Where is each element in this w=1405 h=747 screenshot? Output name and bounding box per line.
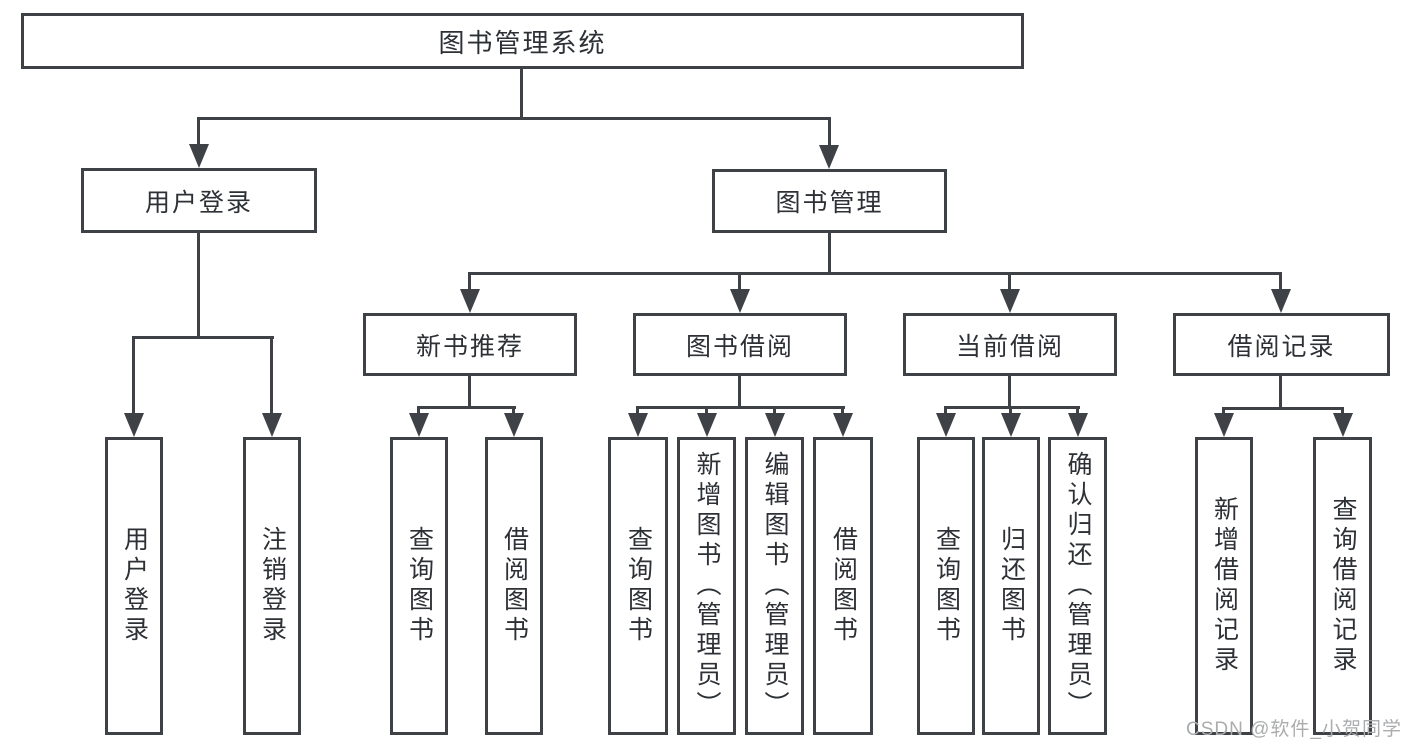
leaf-borrowing-add-admin-label: 新增图书（管理员） bbox=[693, 451, 721, 721]
leaf-user-login-label: 用户登录 bbox=[120, 526, 149, 646]
leaf-borrowing-edit-admin-box: 编辑图书（管理员） bbox=[745, 437, 804, 735]
root-label: 图书管理系统 bbox=[438, 27, 607, 58]
leaf-records-query-box: 查询借阅记录 bbox=[1313, 437, 1372, 735]
section-current-borrowing-box: 当前借阅 bbox=[903, 313, 1117, 376]
connector-root-bar bbox=[197, 117, 831, 120]
arrow-down-icon bbox=[262, 413, 282, 437]
root-box-library-system: 图书管理系统 bbox=[21, 13, 1024, 69]
leaf-borrowing-borrow-label: 借阅图书 bbox=[829, 526, 858, 646]
connector-root-drop-right bbox=[828, 117, 831, 157]
leaf-current-confirm-admin-box: 确认归还（管理员） bbox=[1048, 437, 1107, 735]
arrow-down-icon bbox=[833, 413, 853, 437]
section-borrowing-records-label: 借阅记录 bbox=[1227, 332, 1336, 361]
leaf-newbooks-borrow-box: 借阅图书 bbox=[485, 437, 543, 735]
connector-bookmgmt-bar bbox=[468, 272, 1282, 275]
csdn-watermark: CSDN @软件_小贺同学 bbox=[1186, 719, 1402, 740]
connector-bookmgmt-drop-2 bbox=[738, 272, 741, 303]
arrow-down-icon bbox=[1271, 289, 1291, 313]
leaf-borrowing-add-admin-box: 新增图书（管理员） bbox=[677, 437, 736, 735]
connector-newbooks-bar bbox=[417, 406, 516, 409]
connector-bookmgmt-drop-1 bbox=[468, 272, 471, 303]
leaf-current-query-box: 查询图书 bbox=[917, 437, 975, 735]
leaf-newbooks-query-box: 查询图书 bbox=[390, 437, 448, 735]
arrow-down-icon bbox=[819, 145, 839, 169]
connector-bookmgmt-stem bbox=[828, 233, 831, 272]
connector-records-bar bbox=[1222, 407, 1344, 410]
leaf-borrowing-edit-admin-label: 编辑图书（管理员） bbox=[761, 451, 789, 721]
leaf-newbooks-query-label: 查询图书 bbox=[405, 526, 434, 646]
leaf-logout-box: 注销登录 bbox=[243, 437, 301, 735]
arrow-down-icon bbox=[765, 413, 785, 437]
leaf-borrowing-borrow-box: 借阅图书 bbox=[813, 437, 873, 735]
arrow-down-icon bbox=[697, 413, 717, 437]
connector-userlogin-drop-left bbox=[132, 336, 135, 426]
section-current-borrowing-label: 当前借阅 bbox=[955, 332, 1064, 361]
connector-userlogin-bar bbox=[132, 336, 274, 339]
arrow-down-icon bbox=[1333, 413, 1353, 437]
arrow-down-icon bbox=[409, 413, 429, 437]
leaf-current-return-box: 归还图书 bbox=[982, 437, 1040, 735]
connector-current-stem bbox=[1008, 376, 1011, 406]
section-new-book-recommend-box: 新书推荐 bbox=[363, 313, 577, 376]
connector-root-stem bbox=[520, 69, 523, 119]
arrow-down-icon bbox=[1000, 289, 1020, 313]
leaf-current-query-label: 查询图书 bbox=[932, 526, 961, 646]
connector-bookmgmt-drop-3 bbox=[1008, 272, 1011, 303]
arrow-down-icon bbox=[189, 144, 209, 168]
connector-records-stem bbox=[1279, 376, 1282, 407]
connector-userlogin-stem bbox=[197, 233, 200, 336]
connector-current-bar bbox=[944, 406, 1080, 409]
section-book-borrowing-label: 图书借阅 bbox=[685, 332, 794, 361]
section-new-book-recommend-label: 新书推荐 bbox=[415, 332, 524, 361]
leaf-current-return-label: 归还图书 bbox=[997, 526, 1026, 646]
connector-userlogin-drop-right bbox=[270, 336, 273, 426]
connector-borrowing-stem bbox=[738, 376, 741, 406]
leaf-user-login-box: 用户登录 bbox=[105, 437, 163, 735]
leaf-borrowing-query-label: 查询图书 bbox=[624, 526, 653, 646]
leaf-current-confirm-admin-label: 确认归还（管理员） bbox=[1064, 451, 1092, 721]
connector-root-drop-left bbox=[197, 117, 200, 157]
branch-book-management-box: 图书管理 bbox=[712, 169, 947, 233]
leaf-records-query-label: 查询借阅记录 bbox=[1329, 496, 1357, 676]
arrow-down-icon bbox=[936, 413, 956, 437]
branch-book-management-label: 图书管理 bbox=[775, 189, 884, 217]
section-book-borrowing-box: 图书借阅 bbox=[633, 313, 847, 376]
arrow-down-icon bbox=[730, 289, 750, 313]
arrow-down-icon bbox=[460, 289, 480, 313]
branch-user-login-label: 用户登录 bbox=[144, 188, 253, 217]
branch-user-login-box: 用户登录 bbox=[81, 168, 317, 233]
arrow-down-icon bbox=[504, 413, 524, 437]
arrow-down-icon bbox=[1001, 413, 1021, 437]
leaf-newbooks-borrow-label: 借阅图书 bbox=[500, 526, 529, 646]
arrow-down-icon bbox=[628, 413, 648, 437]
section-borrowing-records-box: 借阅记录 bbox=[1173, 313, 1390, 376]
connector-newbooks-stem bbox=[468, 376, 471, 406]
leaf-records-add-box: 新增借阅记录 bbox=[1195, 437, 1253, 735]
leaf-logout-label: 注销登录 bbox=[258, 526, 287, 646]
arrow-down-icon bbox=[124, 413, 144, 437]
connector-borrowing-bar bbox=[636, 406, 845, 409]
leaf-borrowing-query-box: 查询图书 bbox=[608, 437, 668, 735]
connector-bookmgmt-drop-4 bbox=[1279, 272, 1282, 303]
leaf-records-add-label: 新增借阅记录 bbox=[1210, 496, 1239, 676]
arrow-down-icon bbox=[1214, 413, 1234, 437]
arrow-down-icon bbox=[1068, 413, 1088, 437]
